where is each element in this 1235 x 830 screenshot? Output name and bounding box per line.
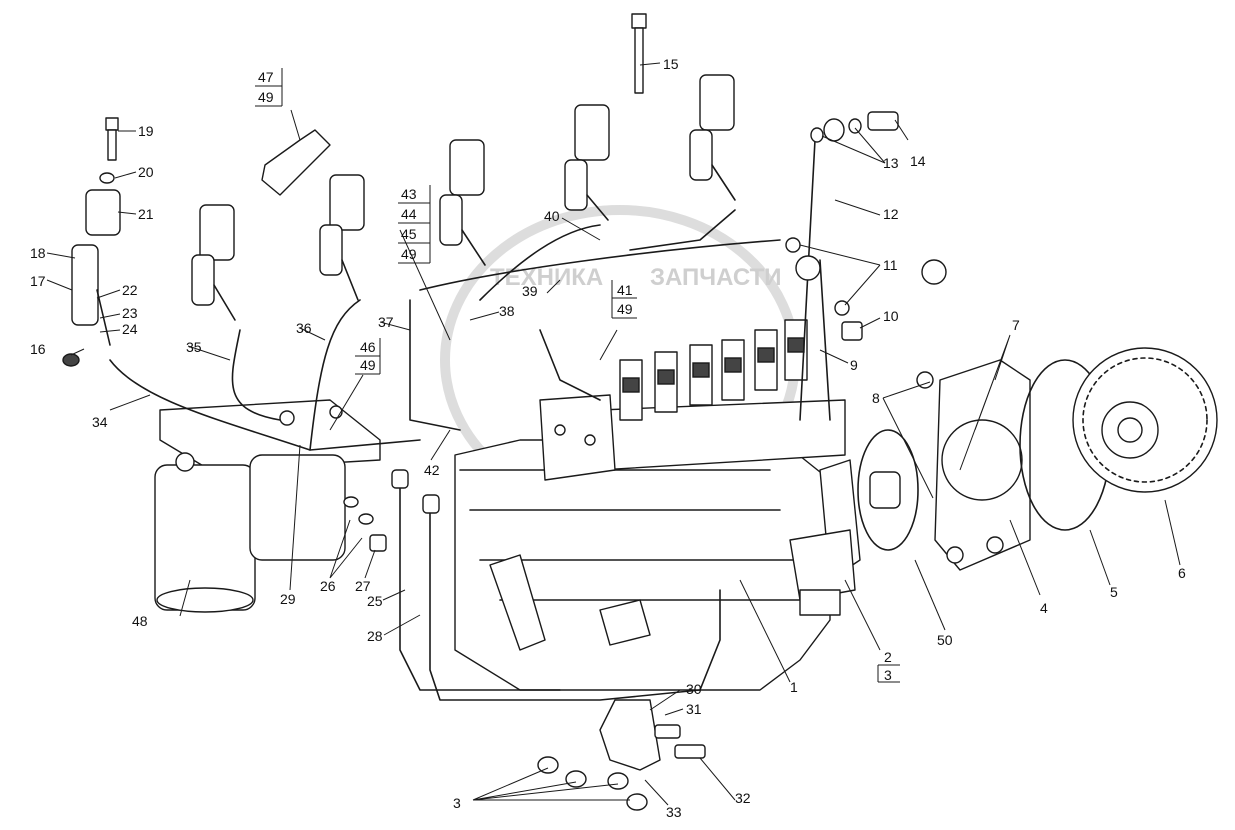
- fitting-9: [795, 255, 821, 281]
- seal-16: [62, 353, 80, 367]
- seal-26b: [358, 513, 374, 525]
- callout-25: 25: [367, 593, 383, 609]
- callout-37: 37: [378, 314, 394, 330]
- callout-frames: [255, 68, 900, 683]
- callout-49-right: 49: [617, 301, 633, 317]
- callout-48: 48: [132, 613, 148, 629]
- callout-29: 29: [280, 591, 296, 607]
- callout-41: 41: [617, 282, 633, 298]
- callout-49-left: 49: [360, 357, 376, 373]
- callout-42: 42: [424, 462, 440, 478]
- callout-10: 10: [883, 308, 899, 324]
- callout-39: 39: [522, 283, 538, 299]
- injectors: [71, 74, 736, 346]
- fuel-filter-assembly: [154, 399, 381, 613]
- fuel-lines: [109, 139, 831, 701]
- callout-33: 33: [666, 804, 682, 820]
- callout-13: 13: [883, 155, 899, 171]
- drive-gear: [1072, 347, 1218, 493]
- injector-1: [71, 189, 121, 346]
- callout-3-nuts: 3: [453, 795, 461, 811]
- callout-30: 30: [686, 681, 702, 697]
- pump-body: [454, 319, 901, 691]
- callout-18: 18: [30, 245, 46, 261]
- injector-4: [439, 139, 486, 266]
- watermark-left: ТЕХНИКА: [490, 264, 603, 291]
- callout-24: 24: [122, 321, 138, 337]
- callout-12: 12: [883, 206, 899, 222]
- callout-27: 27: [355, 578, 371, 594]
- callout-26: 26: [320, 578, 336, 594]
- drive-flange: [916, 359, 1031, 571]
- plug-10: [841, 321, 863, 341]
- support-bracket: [537, 699, 706, 811]
- callout-38: 38: [499, 303, 515, 319]
- callout-numbers: 1 2 3 3 4 5 6 7 8 9 10 11 12 13 14 15 16…: [30, 56, 1186, 820]
- callout-44: 44: [401, 206, 417, 222]
- callout-46: 46: [360, 339, 376, 355]
- callout-19: 19: [138, 123, 154, 139]
- callout-11: 11: [883, 257, 898, 273]
- callout-9: 9: [850, 357, 858, 373]
- callout-47: 47: [258, 69, 274, 85]
- callout-20: 20: [138, 164, 154, 180]
- leader-lines: [46, 62, 1181, 806]
- callout-23: 23: [122, 305, 138, 321]
- callout-1: 1: [790, 679, 798, 695]
- callout-32: 32: [735, 790, 751, 806]
- bracket-47: [261, 129, 331, 196]
- injector-2: [191, 204, 236, 321]
- callout-15: 15: [663, 56, 679, 72]
- union-28: [422, 494, 440, 514]
- injector-5: [564, 104, 610, 221]
- callout-14: 14: [910, 153, 926, 169]
- callout-7: 7: [1012, 317, 1020, 333]
- callout-49-group: 49: [401, 246, 417, 262]
- bolt-19: [105, 117, 119, 161]
- callout-22: 22: [122, 282, 138, 298]
- injector-6: [689, 74, 736, 201]
- callout-2: 2: [884, 649, 892, 665]
- callout-35: 35: [186, 339, 202, 355]
- union-25: [391, 469, 409, 489]
- callout-4: 4: [1040, 600, 1048, 616]
- callout-43: 43: [401, 186, 417, 202]
- watermark-right: ЗАПЧАСТИ: [650, 264, 782, 291]
- callout-49-top: 49: [258, 89, 274, 105]
- washer-20: [99, 172, 115, 184]
- callout-5: 5: [1110, 584, 1118, 600]
- callout-50: 50: [937, 632, 953, 648]
- callout-34: 34: [92, 414, 108, 430]
- seal-11a: [785, 237, 801, 253]
- bolt-15: [631, 13, 647, 94]
- callout-16: 16: [30, 341, 46, 357]
- seal-26a: [343, 496, 359, 508]
- callout-45: 45: [401, 226, 417, 242]
- callout-40: 40: [544, 208, 560, 224]
- callout-6: 6: [1178, 565, 1186, 581]
- callout-21: 21: [138, 206, 154, 222]
- callout-3: 3: [884, 667, 892, 683]
- callout-36: 36: [296, 320, 312, 336]
- callout-8: 8: [872, 390, 880, 406]
- fitting-nut: [921, 259, 947, 285]
- plug-27: [369, 534, 387, 552]
- callout-31: 31: [686, 701, 702, 717]
- gasket-50: [857, 429, 919, 551]
- callout-28: 28: [367, 628, 383, 644]
- injector-3: [319, 174, 365, 301]
- pumping-elements: [619, 319, 808, 421]
- callout-17: 17: [30, 273, 46, 289]
- banjo-bolt-14: [810, 111, 899, 143]
